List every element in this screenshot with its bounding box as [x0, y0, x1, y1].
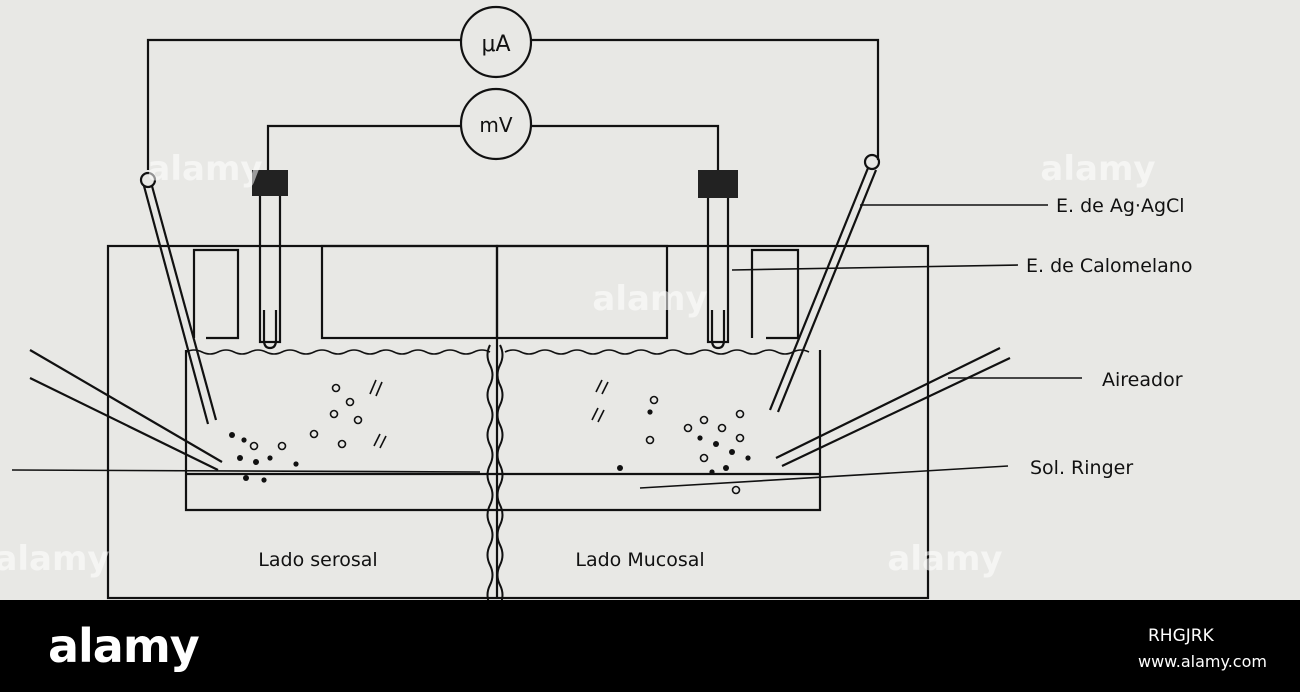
- agagcl-rod-right-b: [776, 169, 878, 413]
- agagcl-loop-left: [139, 171, 157, 189]
- current-circuit-wire: [146, 38, 460, 170]
- voltage-circuit-wire-right: [532, 124, 720, 170]
- flow-mark: [601, 381, 609, 395]
- bubble: [353, 415, 363, 425]
- bubble: [345, 397, 355, 407]
- fluid-surface-left: [185, 349, 491, 355]
- bubble: [717, 423, 727, 433]
- aerator-right-a: [775, 347, 1001, 459]
- label-agagcl: E. de Ag·AgCl: [1056, 195, 1185, 217]
- label-aireador: Aireador: [1102, 369, 1183, 391]
- chamber-well-outline: [184, 350, 822, 512]
- leader-calomel: [731, 264, 1019, 271]
- label-ringer: Sol. Ringer: [1030, 457, 1133, 479]
- bubble: [337, 439, 347, 449]
- aerator-left-a: [29, 349, 223, 463]
- bubble: [331, 383, 341, 393]
- flow-mark: [597, 409, 605, 423]
- ussing-chamber-diagram: μA mV E. de Ag·AgCl E. de Calomelano Air…: [0, 5, 1193, 606]
- agagcl-rod-right-a: [768, 167, 870, 411]
- particle: [229, 432, 235, 438]
- millivoltmeter-label: mV: [479, 113, 512, 137]
- aerator-left-b: [29, 377, 219, 471]
- particle: [647, 409, 653, 415]
- particle: [713, 441, 719, 447]
- bubbles: [249, 383, 745, 495]
- bubble: [731, 485, 741, 495]
- watermark-footer-bar: [0, 600, 1300, 692]
- flow-mark: [591, 407, 599, 421]
- diagram-svg: μA mV E. de Ag·AgCl E. de Calomelano Air…: [0, 5, 1192, 606]
- flow-mark: [375, 381, 383, 397]
- agagcl-rod-left-a: [142, 185, 210, 425]
- right-pocket: [750, 248, 800, 340]
- current-circuit-wire-right: [532, 38, 880, 160]
- agagcl-loop-right: [863, 153, 881, 171]
- bubble: [683, 423, 693, 433]
- calomel-cap-left: [252, 170, 288, 196]
- bubble: [735, 433, 745, 443]
- particle: [709, 469, 715, 475]
- leader-ringer: [639, 465, 1009, 489]
- millivoltmeter-circle: [459, 87, 533, 161]
- chamber-body: [106, 244, 930, 600]
- label-serosal: Lado serosal: [258, 549, 377, 571]
- particle: [243, 475, 249, 481]
- bubble: [329, 409, 339, 419]
- bubble: [249, 441, 259, 451]
- bubble: [277, 441, 287, 451]
- flow-mark: [595, 379, 603, 393]
- label-calomel: E. de Calomelano: [1026, 255, 1192, 277]
- fluid-surface-right: [504, 349, 810, 355]
- flow-mark: [369, 379, 377, 395]
- particle: [745, 455, 751, 461]
- particle: [729, 449, 735, 455]
- bubble: [699, 415, 709, 425]
- particle: [253, 459, 259, 465]
- bubble: [645, 435, 655, 445]
- agagcl-rod-left-b: [150, 185, 218, 421]
- particle: [241, 437, 247, 443]
- bubble: [735, 409, 745, 419]
- voltage-circuit-wire: [266, 124, 460, 170]
- image-id-text: RHGJRK: [1148, 626, 1214, 646]
- particles: [229, 409, 751, 483]
- bubble: [699, 453, 709, 463]
- left-pocket: [192, 248, 240, 340]
- microammeter-label: μA: [481, 32, 510, 57]
- particle: [293, 461, 299, 467]
- top-block-left: [320, 244, 499, 340]
- label-mucosal: Lado Mucosal: [575, 549, 704, 571]
- microammeter-circle: [459, 5, 533, 79]
- particle: [267, 455, 273, 461]
- watermark: alamy: [592, 279, 707, 319]
- particle: [237, 455, 243, 461]
- aerator-right-b: [781, 357, 1011, 467]
- tissue-membrane-2: [496, 344, 504, 606]
- flow-mark: [379, 435, 387, 449]
- calomel-tip-left: [262, 310, 278, 350]
- particle: [261, 477, 267, 483]
- particle: [697, 435, 703, 441]
- particle: [723, 465, 729, 471]
- flow-marks: [369, 379, 609, 449]
- flow-mark: [373, 433, 381, 447]
- leader-left-cut: [11, 469, 481, 473]
- watermark: alamy: [147, 149, 262, 189]
- watermark: alamy: [887, 539, 1002, 579]
- bubble: [309, 429, 319, 439]
- watermark: alamy: [1040, 149, 1155, 189]
- watermark: alamy: [0, 539, 110, 579]
- calomel-tip-right: [710, 310, 726, 350]
- site-url-text: www.alamy.com: [1138, 652, 1267, 671]
- bubble: [649, 395, 659, 405]
- alamy-logo: alamy: [48, 619, 200, 673]
- tissue-membrane: [486, 344, 494, 606]
- calomel-cap-right: [698, 170, 738, 198]
- top-block-right: [495, 244, 669, 340]
- particle: [617, 465, 623, 471]
